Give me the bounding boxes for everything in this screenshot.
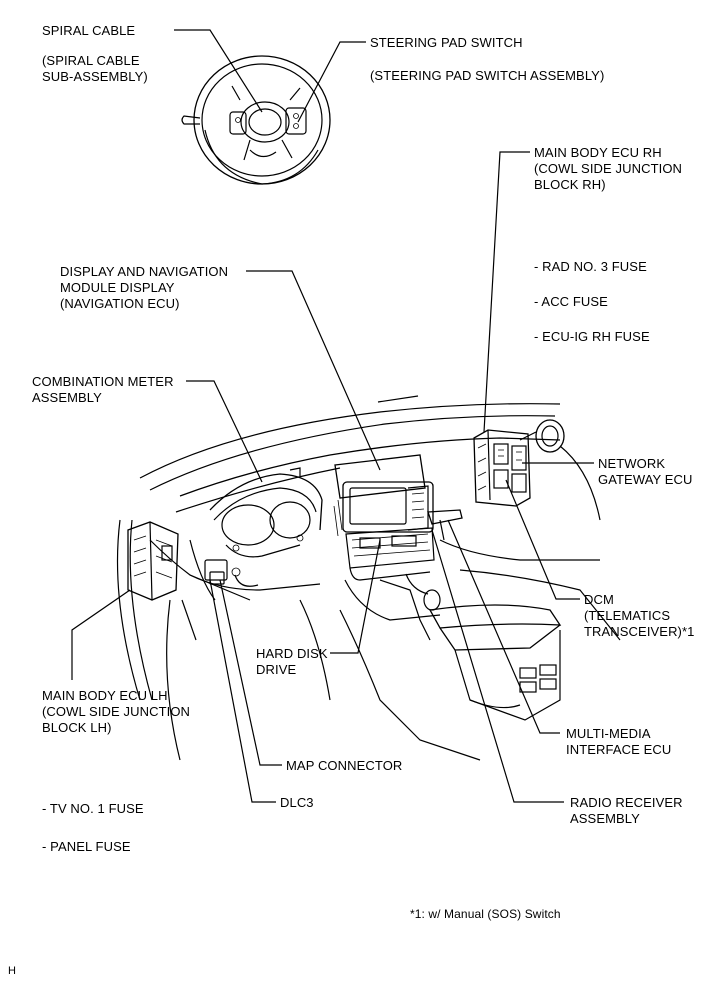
label-radio-receiver: RADIO RECEIVER ASSEMBLY — [570, 795, 683, 826]
label-display-navigation: DISPLAY AND NAVIGATION MODULE DISPLAY (N… — [60, 264, 229, 311]
label-spiral-cable: SPIRAL CABLE (SPIRAL CABLE SUB-ASSEMBLY) — [42, 23, 148, 84]
label-main-body-ecu-lh: MAIN BODY ECU LH (COWL SIDE JUNCTION BLO… — [42, 688, 191, 735]
main-body-ecu-lh-drawing — [127, 521, 179, 601]
leader-lines — [71, 29, 594, 803]
label-lh-fuses: - TV NO. 1 FUSE - PANEL FUSE — [42, 801, 144, 854]
corner-mark: H — [8, 965, 17, 977]
label-multi-media-interface: MULTI-MEDIA INTERFACE ECU — [566, 726, 672, 757]
label-steering-pad-switch: STEERING PAD SWITCH (STEERING PAD SWITCH… — [370, 35, 605, 83]
dashboard-drawing — [116, 395, 621, 761]
label-rh-fuses: - RAD NO. 3 FUSE - ACC FUSE - ECU-IG RH … — [534, 259, 650, 344]
main-body-ecu-rh-drawing — [473, 429, 531, 507]
label-main-body-ecu-rh: MAIN BODY ECU RH (COWL SIDE JUNCTION BLO… — [534, 145, 683, 192]
label-network-gateway: NETWORK GATEWAY ECU — [598, 456, 693, 487]
footnote: *1: w/ Manual (SOS) Switch — [410, 907, 561, 921]
label-combination-meter: COMBINATION METER ASSEMBLY — [32, 374, 174, 405]
steering-wheel-drawing — [181, 55, 331, 185]
label-dlc3: DLC3 — [280, 795, 314, 810]
label-hard-disk-drive: HARD DISK DRIVE — [256, 646, 328, 677]
label-dcm: DCM (TELEMATICS TRANSCEIVER)*1 — [584, 592, 695, 639]
label-map-connector: MAP CONNECTOR — [286, 758, 403, 773]
